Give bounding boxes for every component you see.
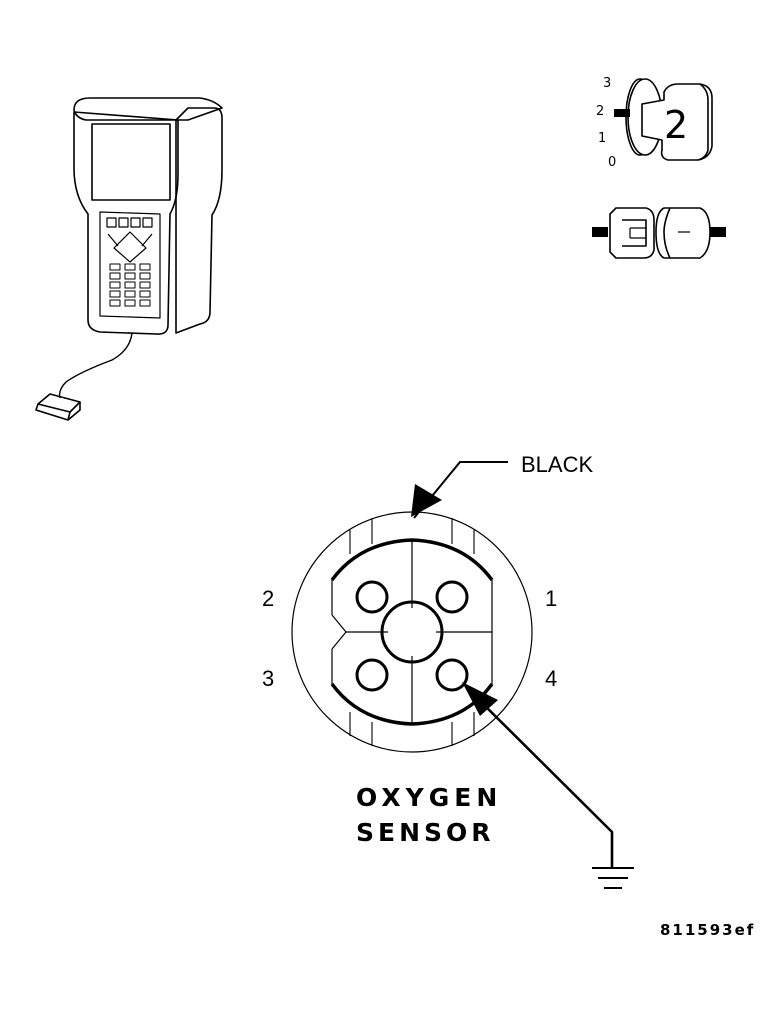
wire-color-label: BLACK: [521, 452, 593, 477]
pin-label-3: 3: [262, 666, 274, 691]
figure-id: 811593ef: [660, 921, 755, 939]
ground-symbol-icon: [592, 867, 634, 889]
pin-label-4: 4: [545, 666, 557, 691]
scan-tool-illustration: [35, 97, 223, 421]
scan-tool-cable: [58, 332, 133, 399]
ground-wire: [462, 682, 634, 889]
ignition-position-2: 2: [596, 104, 604, 119]
keypad: [109, 263, 151, 307]
ignition-switch-icon: 3 2 1 0 2: [596, 76, 713, 170]
screen: [91, 123, 171, 201]
ignition-indicator: [614, 109, 630, 117]
navigation-pad: [113, 231, 147, 263]
cable-plug: [35, 393, 81, 421]
pin-2-hole: [355, 580, 389, 614]
pin-label-1: 1: [545, 586, 557, 611]
black-wire-callout: BLACK: [411, 452, 593, 519]
connector-disconnect-icon: [592, 207, 726, 259]
pin-1-hole: [435, 580, 469, 614]
pin-3-hole: [355, 658, 389, 692]
ignition-position-3: 3: [603, 76, 611, 91]
ignition-key-label: 2: [664, 103, 688, 147]
sensor-title-line1: OXYGEN: [356, 783, 502, 812]
sensor-title-line2: SENSOR: [356, 818, 495, 847]
connector-center-key: [380, 600, 444, 664]
ignition-position-1: 1: [598, 131, 606, 146]
pin-label-2: 2: [262, 586, 274, 611]
pin-4-hole: [435, 658, 469, 692]
ignition-position-0: 0: [608, 155, 616, 170]
connector-face: [291, 511, 533, 753]
